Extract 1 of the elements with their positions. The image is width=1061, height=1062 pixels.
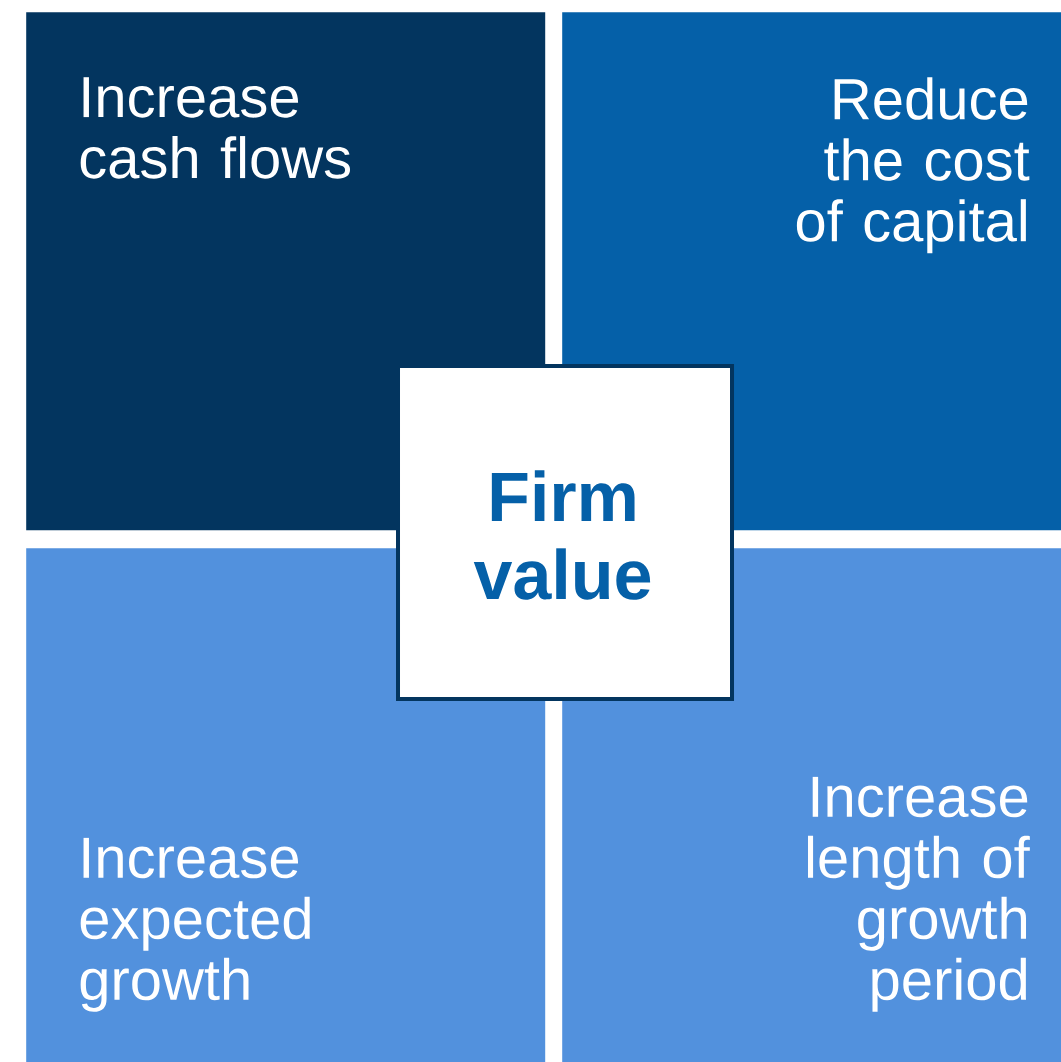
center-box: Firm value <box>396 364 734 701</box>
